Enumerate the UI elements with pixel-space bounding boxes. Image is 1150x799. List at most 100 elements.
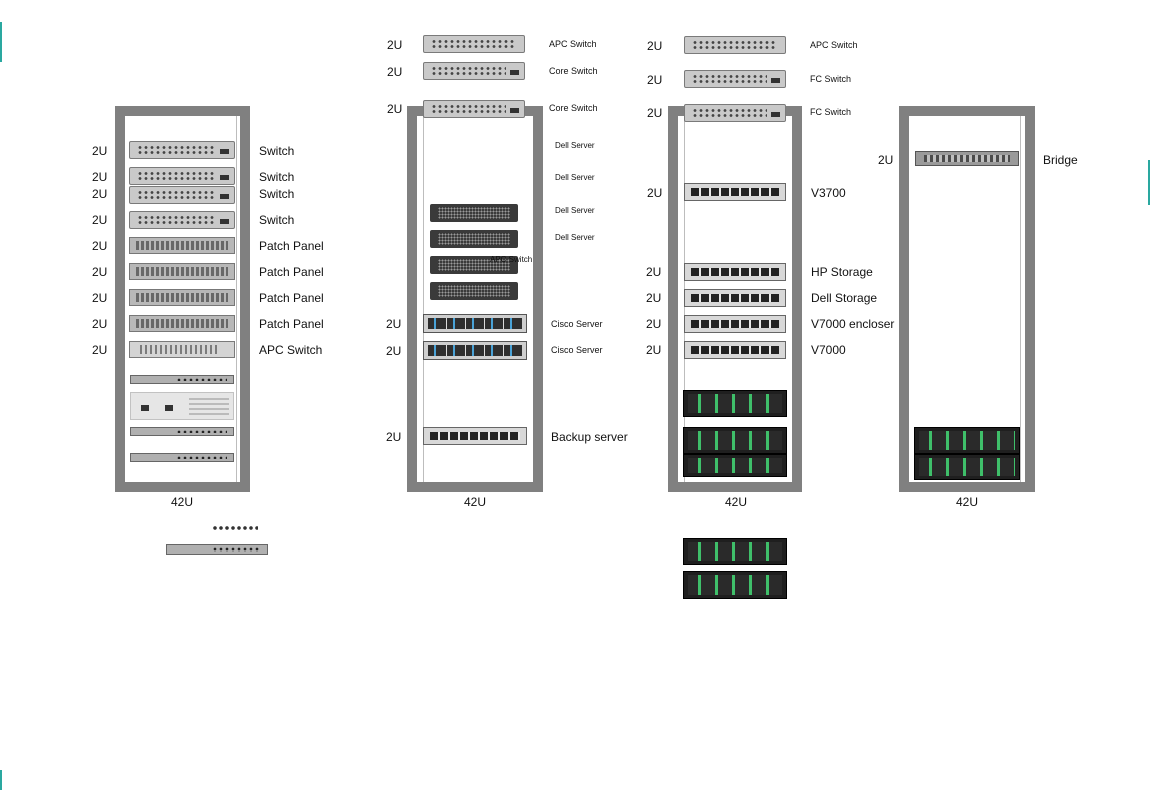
rack-1-u-label: 2U [92,343,108,357]
rack-1-device-label: APC Switch [259,343,323,357]
rack-2-size-label: 42U [464,495,487,509]
rack-3-u-label: 2U [646,317,662,331]
loose-small-switch [166,544,268,555]
rack-4-disk-enclosure-1 [914,427,1020,454]
rack-3-v7000-encloser [684,315,786,333]
rack-1-patch-panel-3 [129,289,235,306]
rack-1-device-label: Switch [259,144,295,158]
rack-2-u-label: 2U [386,344,402,358]
rack-2-cisco-server-1 [423,314,527,333]
rack-1-patch-panel-4 [129,315,235,332]
rack-3-device-label: FC Switch [810,74,852,84]
rack-1-size-label: 42U [171,495,194,509]
loose-disk-enclosure-2 [683,571,787,599]
rack-2-device-label: APC Switch [549,39,597,49]
rack-2-dell-server-4 [424,281,524,301]
rack-1-u-label: 2U [92,265,108,279]
rack-2-device-label: Dell Server [555,173,595,182]
rack-2-dell-server-3 [424,255,524,275]
rack-1-patch-panel-2 [129,263,235,280]
edge-mark-left-top [0,22,2,62]
rack-1-switch-4 [129,211,235,229]
rack-4-u-label: 2U [878,153,894,167]
rack-1-u-label: 2U [92,239,108,253]
rack-2-device-label: Cisco Server [551,319,603,329]
rack-2-dell-server-1 [424,203,524,223]
rack-3-apc-switch-top [684,36,786,54]
rack-1-switch-3 [129,186,235,204]
rack-1-patch-panel-1 [129,237,235,254]
rack-1-device-label: Patch Panel [259,265,324,279]
loose-disk-enclosure-1 [683,538,787,565]
rack-3-u-label: 2U [647,186,663,200]
rack-4-bridge [915,151,1019,166]
rack-1-small-switch-3 [130,453,234,462]
rack-3-device-label: V7000 [811,343,846,357]
rack-2-backup-server [423,427,527,445]
rack-3-fc-switch [684,104,786,122]
rack-2-cisco-server-2 [423,341,527,360]
rack-2-device-label: Dell Server [555,141,595,150]
rack-2-rail [423,116,424,482]
rack-3-device-label: FC Switch [810,107,852,117]
rack-1-device-label: Patch Panel [259,291,324,305]
rack-3-device-label: V7000 encloser [811,317,895,331]
rack-1-u-label: 2U [92,144,108,158]
rack-3-u-label: 2U [646,265,662,279]
rack-4-device-label: Bridge [1043,153,1078,167]
rack-2-core-switch [423,100,525,118]
rack-4-size-label: 42U [956,495,979,509]
rack-3-dell-storage [684,289,786,307]
rack-3-u-label: 2U [646,343,662,357]
rack-1-u-label: 2U [92,317,108,331]
rack-3-device-label: APC Switch [810,40,858,50]
rack-3-size-label: 42U [725,495,748,509]
rack-2-dell-server-2 [424,229,524,249]
rack-2-device-label: Core Switch [549,66,598,76]
rack-1-blank-panel [130,392,234,420]
rack-2-device-label: Backup server [551,430,628,444]
rack-1-device-label: Patch Panel [259,239,324,253]
rack-3-hp-storage [684,263,786,281]
loose-port-strip [212,524,258,532]
rack-2-u-label: 2U [386,317,402,331]
rack-2-core-switch-top [423,62,525,80]
rack-3-v7000 [684,341,786,359]
rack-4-rail [1020,116,1021,482]
rack-1-switch-1 [129,141,235,159]
rack-3-u-label: 2U [647,73,663,87]
rack-3-u-label: 2U [647,106,663,120]
rack-1-device-label: Switch [259,170,295,184]
rack-3-fc-switch-top [684,70,786,88]
rack-3-disk-enclosure-1 [683,390,787,417]
edge-mark-left-bottom [0,770,2,790]
edge-mark-right [1148,160,1150,205]
rack-1-small-switch-1 [130,375,234,384]
rack-3-disk-enclosure-2 [683,427,787,454]
rack-1-u-label: 2U [92,170,108,184]
rack-1-device-label: Switch [259,213,295,227]
rack-3-v3700 [684,183,786,201]
rack-2-u-label: 2U [386,430,402,444]
rack-2-u-label: 2U [387,102,403,116]
rack-2-apc-switch-top [423,35,525,53]
rack-3-u-label: 2U [647,39,663,53]
rack-1-switch-2 [129,167,235,185]
rack-2-device-label: Dell Server [555,206,595,215]
rack-1-u-label: 2U [92,187,108,201]
rack-1-u-label: 2U [92,291,108,305]
rack-2-device-label: Cisco Server [551,345,603,355]
rack-1-u-label: 2U [92,213,108,227]
rack-2-device-label: Core Switch [549,103,598,113]
rack-2-device-label: Dell Server [555,233,595,242]
rack-2-u-label: 2U [387,65,403,79]
rack-2-u-label: 2U [387,38,403,52]
rack-2-device-label: APC Switch [490,255,533,264]
rack-3-u-label: 2U [646,291,662,305]
rack-1-device-label: Patch Panel [259,317,324,331]
rack-1-apc-switch [129,341,235,358]
rack-3-disk-enclosure-3 [683,454,787,477]
rack-3-device-label: Dell Storage [811,291,878,305]
rack-1-rail [236,116,237,482]
rack-1-small-switch-2 [130,427,234,436]
